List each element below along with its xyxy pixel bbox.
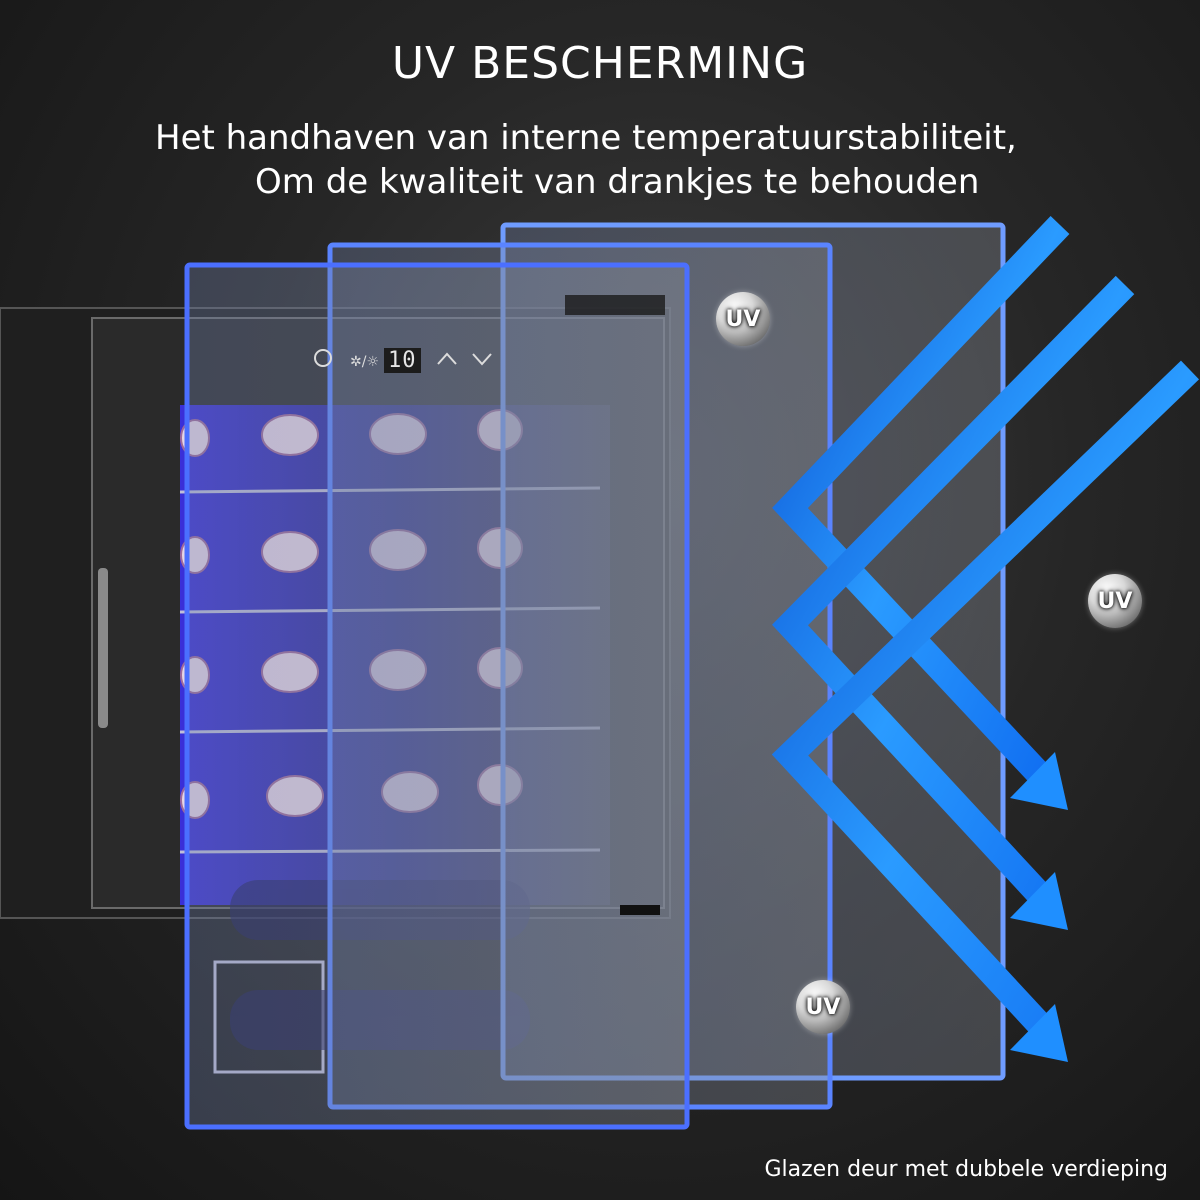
control-panel: ✲/☼ (314, 349, 492, 370)
uv-badge-label: UV (725, 306, 761, 332)
arrow-up-icon (437, 352, 457, 365)
temperature-display: 10 (384, 348, 421, 373)
uv-badge-icon: UV (796, 980, 850, 1034)
subtitle-line-2: Om de kwaliteit van drankjes te behouden (255, 162, 980, 202)
fridge-foot (620, 905, 660, 915)
uv-badge-label: UV (1097, 588, 1133, 614)
uv-arrows (771, 216, 1200, 1034)
subtitle-line-1: Het handhaven van interne temperatuursta… (155, 118, 1017, 158)
arrow-heads (1010, 752, 1068, 1062)
uv-badge-icon: UV (1088, 574, 1142, 628)
caption-text: Glazen deur met dubbele verdieping (764, 1157, 1168, 1182)
uv-badge-label: UV (805, 994, 841, 1020)
glass-panel-front (184, 262, 690, 1130)
uv-badge-icon: UV (716, 292, 770, 346)
snowflake-icon (314, 349, 332, 367)
page-title: UV BESCHERMING (391, 38, 809, 89)
light-toggle-icon: ✲/☼ (350, 354, 379, 370)
door-handle (98, 568, 108, 728)
arrow-down-icon (472, 353, 492, 366)
